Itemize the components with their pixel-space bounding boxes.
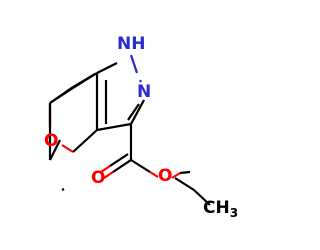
bond-o5-c4 xyxy=(49,139,61,161)
bond-o-c4-red xyxy=(61,144,74,153)
bond-n1-n2b xyxy=(139,79,142,83)
bond-c-o-double-1 xyxy=(112,159,132,173)
atom-label-ch3-subscript: 3 xyxy=(230,206,238,220)
atom-label-n: N xyxy=(137,82,151,102)
bond-c-o-single-red xyxy=(149,171,159,178)
bond-c-o-double-2-red xyxy=(100,165,111,173)
bond-c-o-double-1-red xyxy=(103,171,114,179)
bond-o-ch2 xyxy=(179,170,191,175)
bond-o-ch2-red xyxy=(171,172,181,179)
bond-c-o-single xyxy=(130,159,151,173)
atom-label-ch3-c: CH xyxy=(203,198,230,218)
bond-c3-c3a xyxy=(96,122,132,132)
atom-label-ester-o: O xyxy=(158,166,172,186)
bond-c7a-n1 xyxy=(96,62,118,74)
bond-n2-c3-double xyxy=(127,103,140,121)
bond-n2-c3 xyxy=(130,99,145,125)
bond-o-c4 xyxy=(72,129,98,153)
bond-c-o-double-2 xyxy=(109,153,129,167)
bond-c7a-c7 xyxy=(72,72,98,89)
atom-label-ring-o: O xyxy=(44,131,58,151)
atom-label-carbonyl-o: O xyxy=(91,168,105,188)
molecule-structure: NH N O O O CH3 xyxy=(44,34,238,220)
bond-n1-n2 xyxy=(129,54,139,74)
bond-ch2-ch3 xyxy=(193,189,211,206)
atom-label-nh: NH xyxy=(117,34,145,54)
bond-c7-c6 xyxy=(49,87,74,104)
bond-ch2-ch2 xyxy=(174,177,195,191)
structure-canvas: NH N O O O CH3 xyxy=(44,34,238,220)
atom-label-ch3: CH3 xyxy=(203,198,238,220)
bond-o5-c4b xyxy=(61,188,65,191)
